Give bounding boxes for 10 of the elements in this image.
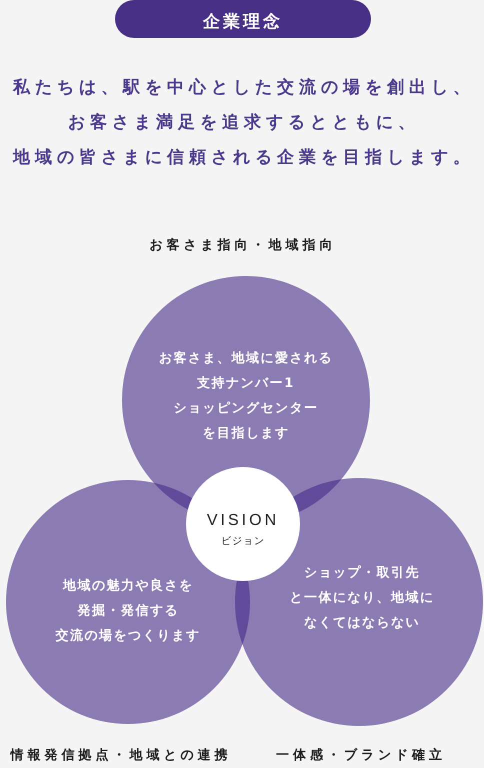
circle-text: 地域の魅力や良さを発掘・発信する交流の場をつくります: [56, 577, 200, 646]
mission-statement: 私たちは、駅を中心とした交流の場を創出し、お客さま満足を追求するとともに、地域の皆さまに信頼される企業を目指します。: [13, 76, 475, 170]
category-label: お客さま指向・地域指向: [150, 236, 336, 254]
vision-subtitle: ビジョン: [221, 535, 265, 548]
category-label: 情報発信拠点・地域との連携: [10, 746, 232, 764]
circle-text: お客さま、地域に愛される支持ナンバー1ショッピングセンターを目指します: [159, 350, 333, 443]
section-heading: 企業理念: [115, 0, 371, 38]
category-label: 一体感・ブランド確立: [276, 746, 446, 764]
vision-title: VISION: [206, 512, 280, 530]
circle-text: ショップ・取引先と一体になり、地域になくてはならない: [290, 564, 434, 632]
